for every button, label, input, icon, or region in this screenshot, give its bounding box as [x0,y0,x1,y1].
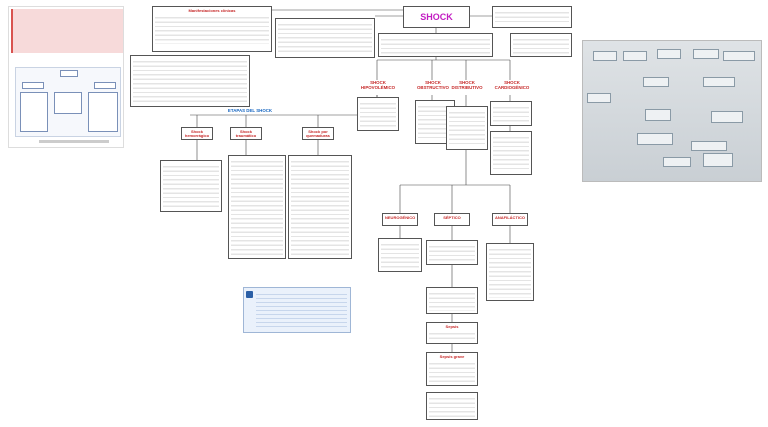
hemorragico-desc [160,160,222,212]
cardiogenico-box [490,101,532,126]
shock-septico-box [426,392,478,420]
sirs-box [426,287,478,314]
manifestaciones-box: Manifestaciones clínicas [152,6,272,52]
textbook-caption [39,140,109,143]
definicion-text [278,21,372,55]
quemaduras-text [291,158,349,256]
distributivo-text [449,109,485,147]
hipovolemico-text [360,100,396,128]
cardiogenico-causas-box [490,131,532,175]
branch-hipovolemico: SHOCK HIPOVOLÉMICO [360,80,396,90]
subtype-septico: SÉPTICO [434,213,470,226]
sirs-text [429,290,475,311]
hipovolemico-box [357,97,399,131]
traumatico-text [231,158,283,256]
sepsis-grave-text [429,360,475,384]
branch-obstructivo: SHOCK OBSTRUCTIVO [417,80,449,90]
note-text [256,291,347,329]
subtype-neurogenico: NEUROGÉNICO [382,213,418,226]
sepsis-grave-title: Sepsis grave [439,354,465,359]
respuesta-box [378,33,493,57]
neurogenico-text [381,241,419,269]
anafilactico-text [489,246,531,298]
signos-box [130,55,250,107]
respuesta-text [381,36,490,54]
neurogenico-desc [378,238,422,272]
sepsis-box: Sepsis [426,322,478,344]
shock-title-box: SHOCK [403,6,470,28]
definicion-box [275,18,375,58]
distributivo-box [446,106,488,150]
perfusion-text [495,9,569,25]
hemodinamica-box [510,33,572,57]
manifestaciones-text [155,14,269,45]
sepsis-title: Sepsis [445,324,459,329]
subtype-anafilactico: ANAFILÁCTICO [492,213,528,226]
etapas-title: ETAPAS DEL SHOCK [227,108,273,113]
hemodinamica-text [513,36,569,54]
shock-septico-text [429,395,475,417]
septico-desc [426,240,478,265]
textbook-excerpt [8,6,124,148]
branch-cardiogenico: SHOCK CARDIOGÉNICO [494,80,530,90]
cardiogenico-causas-text [493,134,529,172]
reference-photo [582,40,762,182]
anafilactico-desc [486,243,534,301]
signos-text [133,58,247,104]
sepsis-grave-box: Sepsis grave [426,352,478,386]
subtype-hemorragico: Shock hemorrágico [181,127,213,140]
info-icon [246,291,253,298]
traumatico-desc [228,155,286,259]
septico-text [429,243,475,262]
subtype-quemaduras: Shock por quemaduras [302,127,334,140]
textbook-flowchart [15,67,121,137]
sepsis-text [429,330,475,342]
subtype-traumatico: Shock traumático [230,127,262,140]
note-card [243,287,351,333]
perfusion-box [492,6,572,28]
quemaduras-desc [288,155,352,259]
textbook-paragraph [11,9,123,53]
cardiogenico-text [493,104,529,123]
shock-title: SHOCK [420,12,453,22]
manifestaciones-title: Manifestaciones clínicas [188,8,236,13]
branch-distributivo: SHOCK DISTRIBUTIVO [451,80,483,90]
hemorragico-text [163,163,219,209]
